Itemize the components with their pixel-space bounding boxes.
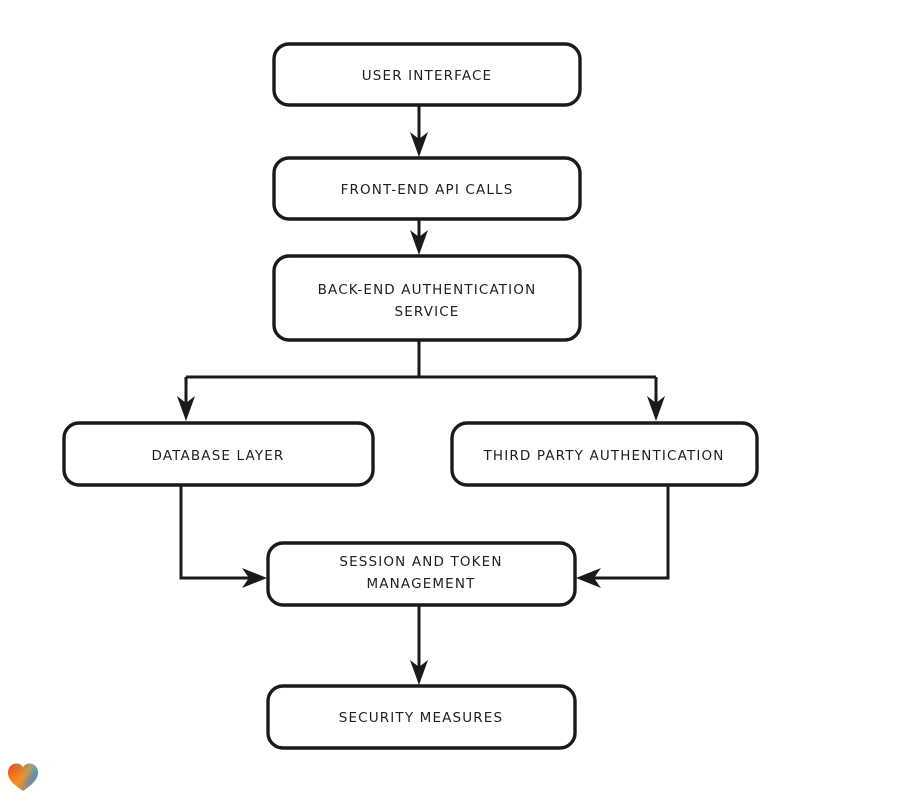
node-back-end-authentication-service-shape[interactable] — [272, 254, 582, 342]
edge-database-to-session-arrowhead — [242, 568, 267, 588]
node-session-and-token-management-shape[interactable] — [266, 541, 577, 607]
node-database-layer-shape[interactable] — [62, 421, 375, 487]
edge-thirdparty-to-session — [576, 485, 670, 588]
edge-api-to-backend-arrowhead — [410, 230, 428, 255]
node-database-layer[interactable]: DATABASE LAYER — [62, 421, 375, 487]
node-user-interface[interactable]: USER INTERFACE — [272, 42, 582, 107]
edge-database-to-session — [179, 485, 267, 588]
edge-backend-to-database — [177, 377, 195, 421]
node-security-measures[interactable]: SECURITY MEASURES — [266, 684, 577, 750]
heart-icon — [7, 762, 39, 792]
node-session-and-token-management-label-line2: MANAGEMENT — [367, 576, 476, 592]
edge-ui-to-api-arrowhead — [410, 132, 428, 157]
node-front-end-api-calls[interactable]: FRONT-END API CALLS — [272, 156, 582, 221]
node-security-measures-shape[interactable] — [266, 684, 577, 750]
node-session-and-token-management-label-line1: SESSION AND TOKEN — [339, 554, 502, 570]
edge-backend-to-database-arrowhead — [177, 396, 195, 421]
node-front-end-api-calls-label: FRONT-END API CALLS — [341, 182, 514, 198]
edge-database-to-session-line — [179, 485, 253, 580]
heart-icon-overlay — [8, 763, 38, 791]
edge-session-to-security-arrowhead — [410, 660, 428, 685]
node-session-and-token-management[interactable]: SESSION AND TOKEN MANAGEMENT — [266, 541, 577, 607]
edge-api-to-backend — [410, 219, 428, 255]
node-back-end-authentication-service-label-line2: SERVICE — [395, 304, 460, 320]
node-security-measures-label: SECURITY MEASURES — [339, 710, 503, 726]
node-third-party-authentication-shape[interactable] — [450, 421, 759, 487]
edge-thirdparty-to-session-arrowhead — [576, 568, 601, 588]
edge-thirdparty-to-session-line — [590, 485, 670, 580]
edge-backend-to-thirdparty — [647, 377, 665, 421]
edge-ui-to-api — [410, 105, 428, 157]
node-user-interface-shape[interactable] — [272, 42, 582, 107]
node-back-end-authentication-service[interactable]: BACK-END AUTHENTICATION SERVICE — [272, 254, 582, 342]
node-user-interface-label: USER INTERFACE — [362, 68, 492, 84]
node-third-party-authentication-label: THIRD PARTY AUTHENTICATION — [483, 448, 725, 464]
node-database-layer-label: DATABASE LAYER — [152, 448, 285, 464]
edge-backend-split — [186, 340, 656, 379]
node-back-end-authentication-service-label-line1: BACK-END AUTHENTICATION — [318, 282, 537, 298]
edge-session-to-security — [410, 605, 428, 685]
edge-backend-to-thirdparty-arrowhead — [647, 396, 665, 421]
node-front-end-api-calls-shape[interactable] — [272, 156, 582, 221]
node-third-party-authentication[interactable]: THIRD PARTY AUTHENTICATION — [450, 421, 759, 487]
heart-icon-svg — [8, 763, 38, 791]
